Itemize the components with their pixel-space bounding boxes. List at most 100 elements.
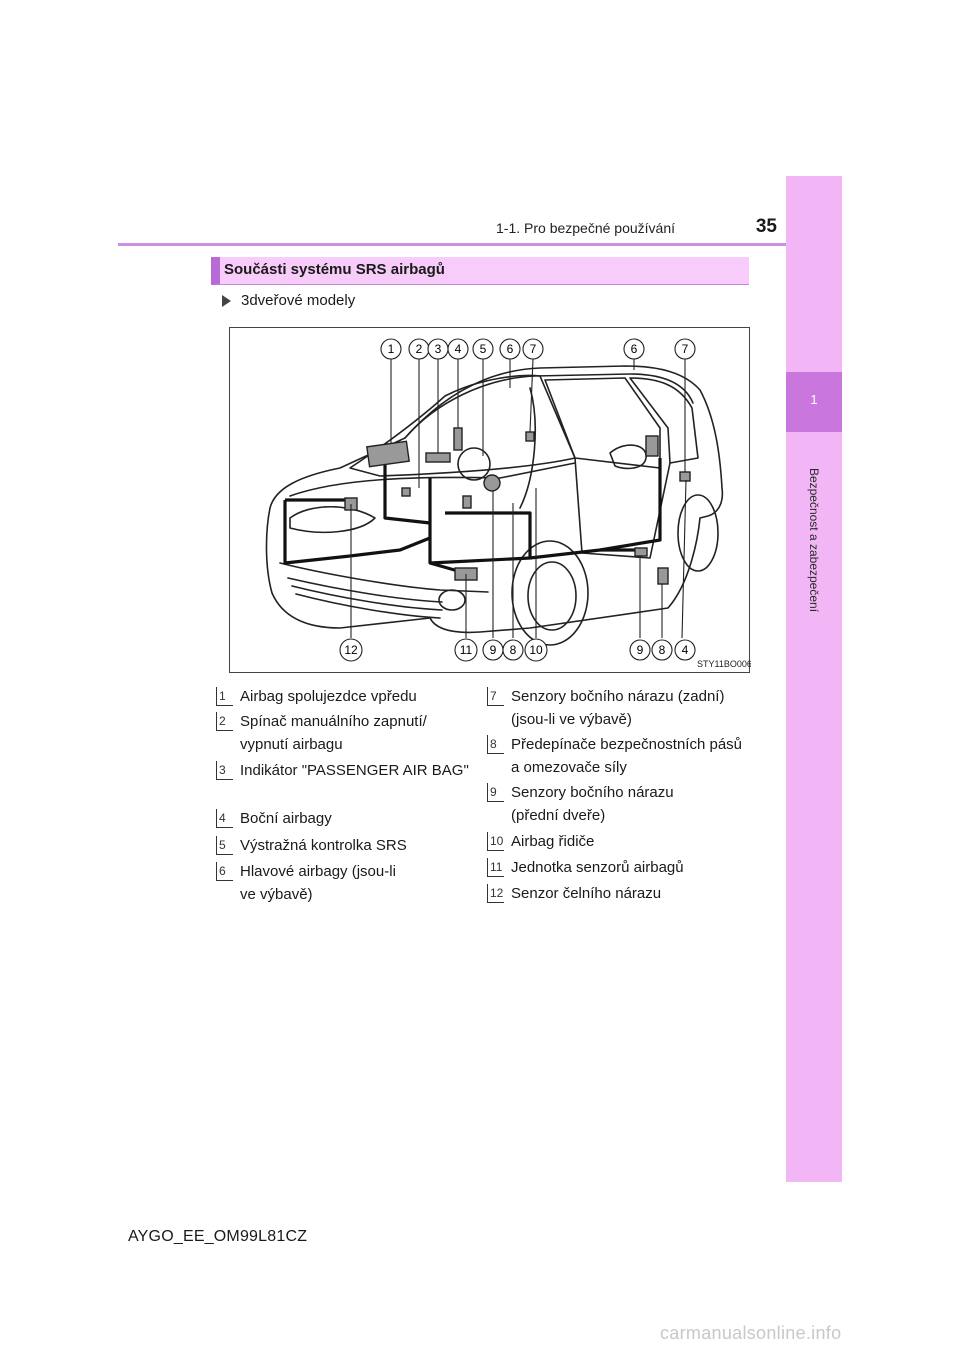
legend-marker: 10 [487,832,504,851]
model-label-text: 3dveřové modely [241,292,356,309]
model-label: 3dveřové modely [222,292,355,309]
rear-window [629,377,699,464]
legend-marker: 4 [216,809,233,828]
bottom-callouts: 12 11 9 8 10 9 8 4 [339,638,696,662]
seat [519,387,536,509]
front-wheel-hub [527,561,577,631]
legend-marker: 3 [216,761,233,780]
side-airbag-front [645,435,659,457]
roof-line [404,373,694,439]
svg-text:4: 4 [455,342,462,356]
callout-9b: 9 [629,639,651,661]
svg-text:8: 8 [510,643,517,657]
fog-light [438,589,466,611]
callout-4b: 4 [674,639,696,661]
legend-marker: 2 [216,712,233,731]
page-number: 35 [755,216,777,237]
legend-marker: 8 [487,735,504,754]
callout-5: 5 [472,338,494,360]
svg-text:9: 9 [490,643,497,657]
callout-8b: 8 [651,639,673,661]
running-header: 1-1. Pro bezpečné používání [496,220,676,236]
airbag-diagram: 1 2 3 4 5 6 7 6 7 12 11 9 8 10 9 8 4 STY… [229,327,751,673]
document-code: AYGO_EE_OM99L81CZ [128,1228,308,1245]
svg-text:7: 7 [682,342,689,356]
mirror [609,444,647,470]
side-tab [786,176,842,1182]
callout-6b: 6 [623,338,645,360]
car-illustration: 1 2 3 4 5 6 7 6 7 12 11 9 8 10 9 8 4 STY… [265,338,751,669]
legend-marker: 12 [487,884,504,903]
rear-wheel [677,494,719,572]
front-wheel [511,540,589,646]
small-sensor [401,487,411,497]
triangle-bullet-icon [222,294,231,307]
legend-text: Airbag spolujezdce vpředu [240,688,417,705]
b-pillar-sensor [525,431,535,442]
legend-marker: 6 [216,862,233,881]
callout-9: 9 [482,639,504,661]
bumper [279,562,489,593]
passenger-airbag-module [366,440,410,468]
door-line [574,457,671,559]
door-sensor [634,547,648,557]
legend-marker: 7 [487,687,504,706]
pretensioner [462,495,472,509]
airbag-switch [425,452,451,463]
legend-text: Boční airbagy [240,810,332,827]
callout-4: 4 [447,338,469,360]
legend-text: Airbag řidiče [511,833,595,850]
driver-airbag [483,474,501,492]
legend-marker: 11 [487,858,504,877]
svg-text:8: 8 [659,643,666,657]
side-window [544,377,661,469]
svg-text:1: 1 [388,342,395,356]
chapter-title: Bezpečnost a zabezpečení [807,467,821,613]
legend-text: Spínač manuálního zapnutí/ vypnutí airba… [240,713,427,753]
svg-text:2: 2 [416,342,423,356]
callout-12: 12 [339,638,363,662]
callout-6: 6 [499,338,521,360]
section-title: Součásti systému SRS airbagů [224,261,445,278]
grille-3 [295,593,441,619]
callout-7: 7 [522,338,544,360]
callout-8: 8 [502,639,524,661]
chapter-tab [786,372,842,432]
leader-lines [350,358,687,639]
callout-7b: 7 [674,338,696,360]
steering-wheel [457,447,491,481]
headlight [289,505,376,534]
grille-1 [287,577,443,603]
car-body-outline [265,365,724,634]
legend-text: Předepínače bezpečnostních pásů a omezov… [511,736,742,776]
svg-text:5: 5 [480,342,487,356]
svg-text:6: 6 [507,342,514,356]
callout-10: 10 [524,638,548,662]
legend-marker: 5 [216,836,233,855]
indicator-unit [453,427,463,451]
svg-text:4: 4 [682,643,689,657]
watermark: carmanualsonline.info [660,1323,842,1343]
svg-text:6: 6 [631,342,638,356]
svg-text:9: 9 [637,643,644,657]
legend-text: Senzory bočního nárazu (přední dveře) [511,784,674,824]
grille-2 [291,585,443,611]
rear-sensor [679,471,691,482]
callout-3: 3 [427,338,449,360]
svg-text:10: 10 [529,643,543,657]
svg-text:11: 11 [460,643,473,657]
legend-text: Hlavové airbagy (jsou-li ve výbavě) [240,863,396,903]
wiring-harness [283,458,662,575]
legend-text: Indikátor "PASSENGER AIR BAG" [240,762,469,779]
callout-11: 11 [454,638,478,662]
svg-text:7: 7 [530,342,537,356]
legend-text: Jednotka senzorů airbagů [511,859,684,876]
callout-2: 2 [408,338,430,360]
legend-text: Senzory bočního nárazu (zadní) (jsou-li … [511,688,725,728]
callout-1: 1 [380,338,402,360]
chapter-number: 1 [810,392,818,407]
svg-text:12: 12 [344,643,358,657]
header-rule [118,243,842,246]
svg-text:3: 3 [435,342,442,356]
legend-marker: 1 [216,687,233,706]
